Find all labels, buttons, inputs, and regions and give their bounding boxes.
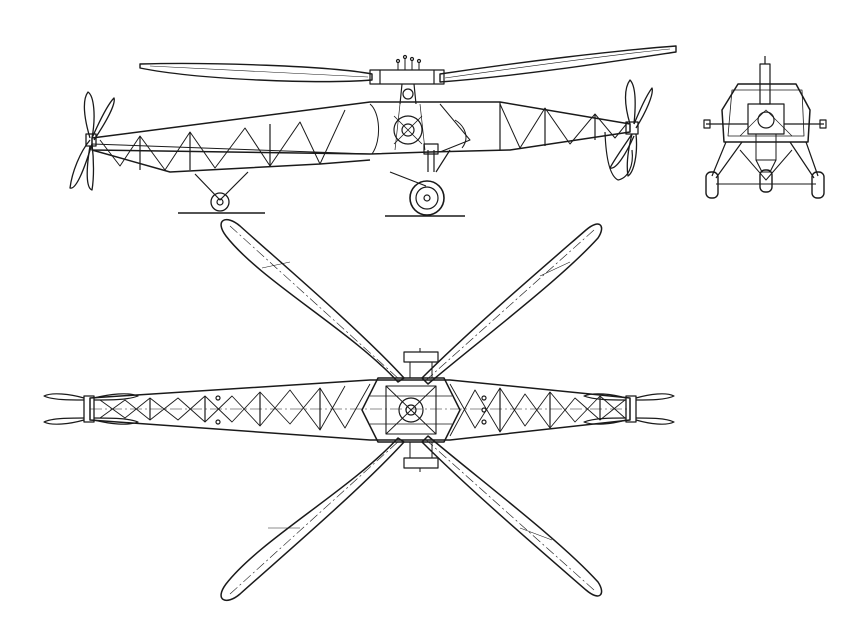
top-view (44, 220, 674, 601)
main-rotor-top (221, 220, 602, 601)
left-propeller-side (70, 92, 114, 190)
fuselage-top (90, 348, 630, 472)
side-view (70, 46, 676, 216)
right-propeller-top (584, 394, 674, 424)
right-propeller-side (610, 80, 652, 176)
landing-gear-side (178, 144, 465, 216)
fuselage-side (92, 102, 630, 172)
tail-fin-side (605, 132, 632, 180)
front-view (704, 56, 826, 198)
left-propeller-top (44, 394, 138, 424)
main-rotor-side (140, 46, 676, 104)
